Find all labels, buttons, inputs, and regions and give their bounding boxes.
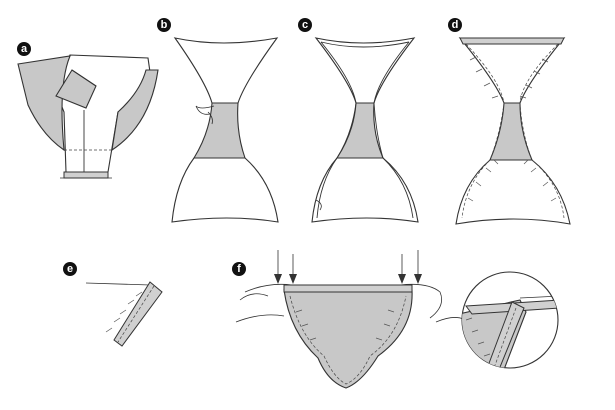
svg-text:e: e — [67, 263, 73, 275]
step-e-label: e — [63, 262, 77, 276]
arrow-icon — [289, 254, 297, 284]
detail-magnifier — [461, 271, 559, 369]
arrow-icon — [414, 250, 422, 284]
svg-text:c: c — [302, 19, 308, 31]
step-b-label: b — [157, 18, 171, 32]
arrow-icon — [398, 254, 406, 284]
step-b-illustration — [171, 37, 279, 223]
step-c-label: c — [298, 18, 312, 32]
arrow-icon — [274, 250, 282, 284]
step-a-illustration — [17, 54, 159, 179]
step-a-label: a — [17, 42, 31, 56]
svg-text:a: a — [21, 43, 28, 55]
step-d-label: d — [448, 18, 462, 32]
step-e-illustration — [85, 281, 163, 347]
step-c-illustration — [311, 37, 419, 223]
step-f-illustration — [235, 250, 471, 389]
step-d-illustration — [455, 37, 571, 225]
svg-text:d: d — [452, 19, 459, 31]
svg-text:b: b — [161, 19, 168, 31]
svg-text:f: f — [237, 263, 241, 275]
step-f-label: f — [232, 262, 246, 276]
